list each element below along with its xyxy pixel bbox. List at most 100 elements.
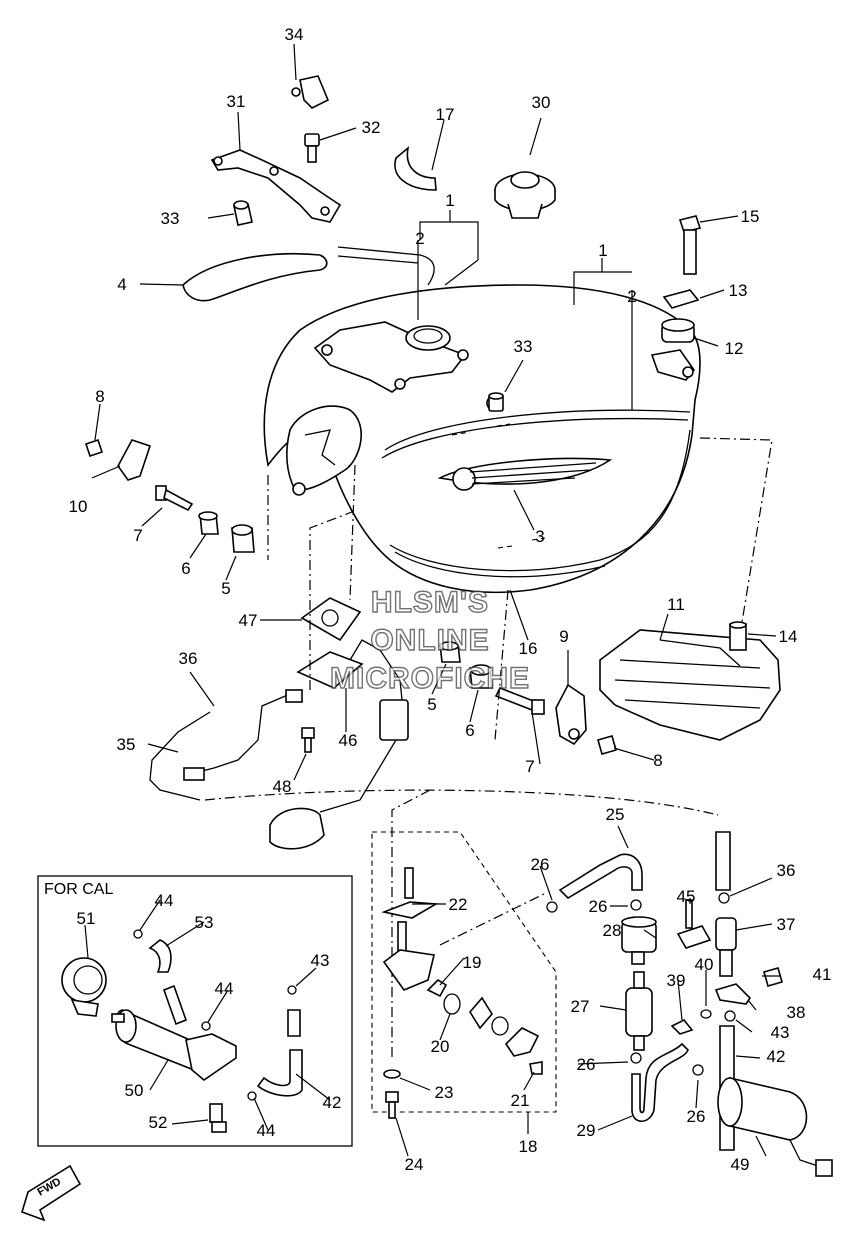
callout-5: 5 (221, 579, 230, 598)
watermark: HLSM'S ONLINE MICROFICHE (329, 585, 530, 695)
callout-31: 31 (227, 92, 246, 111)
callout-43: 43 (771, 1023, 790, 1042)
callout-16: 16 (519, 639, 538, 658)
side-cover-4 (182, 252, 328, 302)
callout-8: 8 (95, 387, 104, 406)
bolt-7 (155, 485, 194, 512)
bolt-52 (209, 1103, 227, 1133)
cal-inset-title: FOR CAL (44, 881, 113, 898)
bolt-39 (670, 1018, 694, 1035)
hose-29 (631, 1042, 689, 1123)
clamp-26a (546, 901, 558, 913)
hose-25 (558, 853, 643, 900)
callout-30: 30 (532, 93, 551, 112)
callout-38: 38 (787, 1003, 806, 1022)
clamp-44a (133, 929, 143, 939)
callout-52: 52 (149, 1113, 168, 1132)
filter-27 (625, 971, 653, 1051)
callout-33: 33 (161, 209, 180, 228)
callout-12: 12 (725, 339, 744, 358)
clamp-43 (724, 1010, 736, 1022)
washer-40 (700, 1009, 712, 1019)
callout-53: 53 (195, 913, 214, 932)
callout-7: 7 (525, 757, 534, 776)
collar-6 (198, 511, 219, 535)
svg-text:ONLINE: ONLINE (370, 624, 489, 657)
nut-8-right (597, 735, 617, 755)
canister-50 (111, 1009, 237, 1082)
callout-44: 44 (155, 891, 174, 910)
callout-27: 27 (571, 997, 590, 1016)
bolt-32 (304, 133, 320, 163)
cover-11 (599, 629, 781, 741)
callout-4: 4 (117, 275, 126, 294)
callout-28: 28 (603, 921, 622, 940)
reference-lines (204, 437, 773, 1060)
group-18-outline (371, 831, 557, 1113)
callout-46: 46 (339, 731, 358, 750)
svg-text:HLSM'S: HLSM'S (371, 586, 489, 619)
callout-2: 2 (415, 229, 424, 248)
callout-1: 1 (598, 241, 607, 260)
callout-43: 43 (311, 951, 330, 970)
breather-hose (337, 246, 435, 286)
callout-6: 6 (465, 721, 474, 740)
bolt-48 (301, 727, 315, 753)
callout-36: 36 (777, 861, 796, 880)
callout-49: 49 (731, 1155, 750, 1174)
callout-26: 26 (687, 1107, 706, 1126)
callout-1: 1 (445, 191, 454, 210)
callout-3: 3 (535, 527, 544, 546)
gasket-47 (300, 597, 362, 642)
callout-24: 24 (405, 1155, 424, 1174)
bolt-7-lower (494, 686, 545, 715)
callout-34: 34 (285, 25, 304, 44)
hose-53b (162, 984, 188, 1026)
pump-28 (621, 916, 657, 965)
callout-37: 37 (777, 915, 796, 934)
clamp-43b (287, 985, 297, 995)
callout-11: 11 (667, 595, 685, 614)
callout-18: 18 (519, 1137, 538, 1156)
fitting-37 (715, 917, 737, 977)
callout-20: 20 (431, 1037, 450, 1056)
callout-36: 36 (179, 649, 198, 668)
callout-8: 8 (653, 751, 662, 770)
callout-15: 15 (741, 207, 760, 226)
hose-42c (256, 1049, 303, 1097)
callout-45: 45 (677, 887, 696, 906)
callout-42: 42 (767, 1047, 786, 1066)
callout-23: 23 (435, 1083, 454, 1102)
sender-unit-46 (269, 639, 409, 850)
callout-41: 41 (813, 965, 832, 984)
bolt-45 (676, 899, 712, 949)
callout-47: 47 (239, 611, 258, 630)
callout-40: 40 (695, 955, 714, 974)
callout-10: 10 (69, 497, 88, 516)
callout-42: 42 (323, 1093, 342, 1112)
callout-13: 13 (729, 281, 748, 300)
nut-8 (84, 438, 104, 458)
washer-19 (426, 978, 448, 998)
petcock-22 (381, 867, 439, 991)
svg-text:MICROFICHE: MICROFICHE (330, 662, 530, 695)
callout-14: 14 (779, 627, 798, 646)
callout-5: 5 (427, 695, 436, 714)
callout-39: 39 (667, 971, 686, 990)
clamp-26c (630, 1052, 642, 1064)
callout-51: 51 (77, 909, 96, 928)
filter-21 (469, 996, 543, 1075)
damper-33-lower (488, 392, 504, 412)
oring-20 (443, 993, 461, 1015)
nut-41 (763, 967, 783, 987)
callout-50: 50 (125, 1081, 144, 1100)
hose-42b (287, 1009, 301, 1037)
hose-17 (394, 145, 437, 191)
grommet-12 (661, 318, 695, 343)
clamp-44c (247, 1091, 257, 1101)
leader-lines (84, 43, 780, 1157)
fuel-tank (263, 284, 701, 594)
clamp-26b (630, 899, 642, 911)
callout-26: 26 (531, 855, 550, 874)
